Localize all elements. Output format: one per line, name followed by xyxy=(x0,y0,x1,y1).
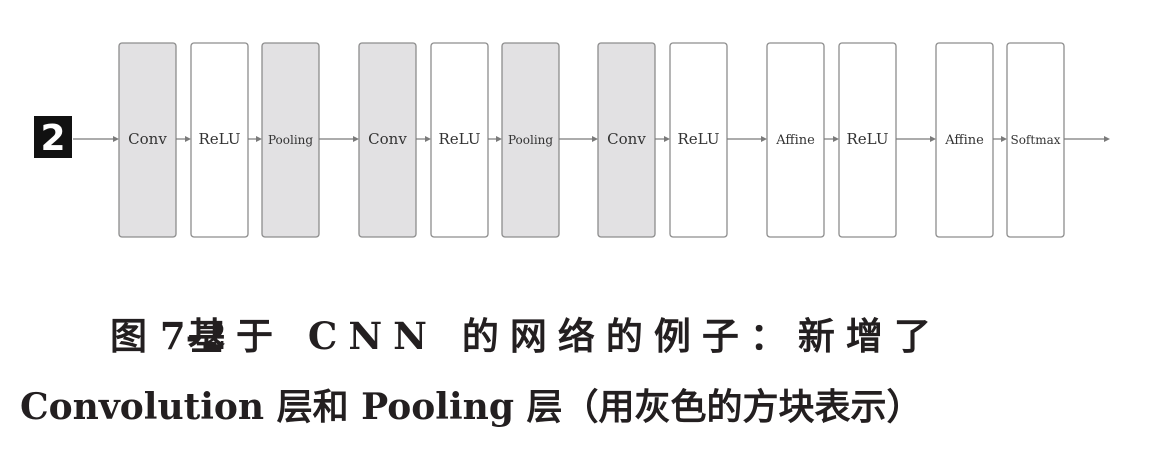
layer-label-11: Softmax xyxy=(1010,133,1060,147)
layer-label-10: Affine xyxy=(944,133,984,148)
arrow-0-head xyxy=(185,136,191,142)
layer-box-softmax-11 xyxy=(1006,42,1065,238)
layer-box-relu-9 xyxy=(838,42,897,238)
layer-box-conv-6 xyxy=(597,42,656,238)
arrow-8-head xyxy=(833,136,839,142)
layer-box-conv-0 xyxy=(118,42,177,238)
arrow-5-head xyxy=(592,136,598,142)
arrow-11-head xyxy=(1104,136,1110,142)
caption-text-line1: 基于 CNN 的网络的例子：新增了 xyxy=(188,314,942,358)
layer-box-conv-3 xyxy=(358,42,417,238)
layer-box-relu-4 xyxy=(430,42,489,238)
layer-label-1: ReLU xyxy=(199,130,241,148)
layer-box-pooling-5 xyxy=(501,42,560,238)
cnn-network-diagram: 2 Conv ReLU Pooling Conv ReLU Pooling Conv ReLU A… xyxy=(34,42,1110,238)
layer-label-8: Affine xyxy=(775,133,815,148)
layer-label-0: Conv xyxy=(128,130,167,148)
layer-label-9: ReLU xyxy=(847,130,889,148)
layer-label-5: Pooling xyxy=(508,133,553,147)
layer-box-relu-1 xyxy=(190,42,249,238)
layer-label-7: ReLU xyxy=(678,130,720,148)
input-digit-label: 2 xyxy=(40,118,65,159)
arrow-10-head xyxy=(1001,136,1007,142)
layer-box-relu-7 xyxy=(669,42,728,238)
arrow-4-head xyxy=(496,136,502,142)
layer-label-3: Conv xyxy=(368,130,407,148)
figure-number: 图 7-2 xyxy=(110,314,227,358)
layer-box-pooling-2 xyxy=(261,42,320,238)
arrow-2-head xyxy=(353,136,359,142)
arrow-input-head xyxy=(113,136,119,142)
layer-label-2: Pooling xyxy=(268,133,313,147)
arrow-6-head xyxy=(664,136,670,142)
arrow-1-head xyxy=(256,136,262,142)
layer-label-6: Conv xyxy=(607,130,646,148)
arrow-3-head xyxy=(425,136,431,142)
layer-label-4: ReLU xyxy=(439,130,481,148)
layer-box-affine-8 xyxy=(766,42,825,238)
input-digit-image xyxy=(34,116,72,158)
layer-box-affine-10 xyxy=(935,42,994,238)
arrow-9-head xyxy=(930,136,936,142)
arrow-7-head xyxy=(761,136,767,142)
caption-text-line2: Convolution 层和 Pooling 层（用灰色的方块表示） xyxy=(20,386,923,428)
